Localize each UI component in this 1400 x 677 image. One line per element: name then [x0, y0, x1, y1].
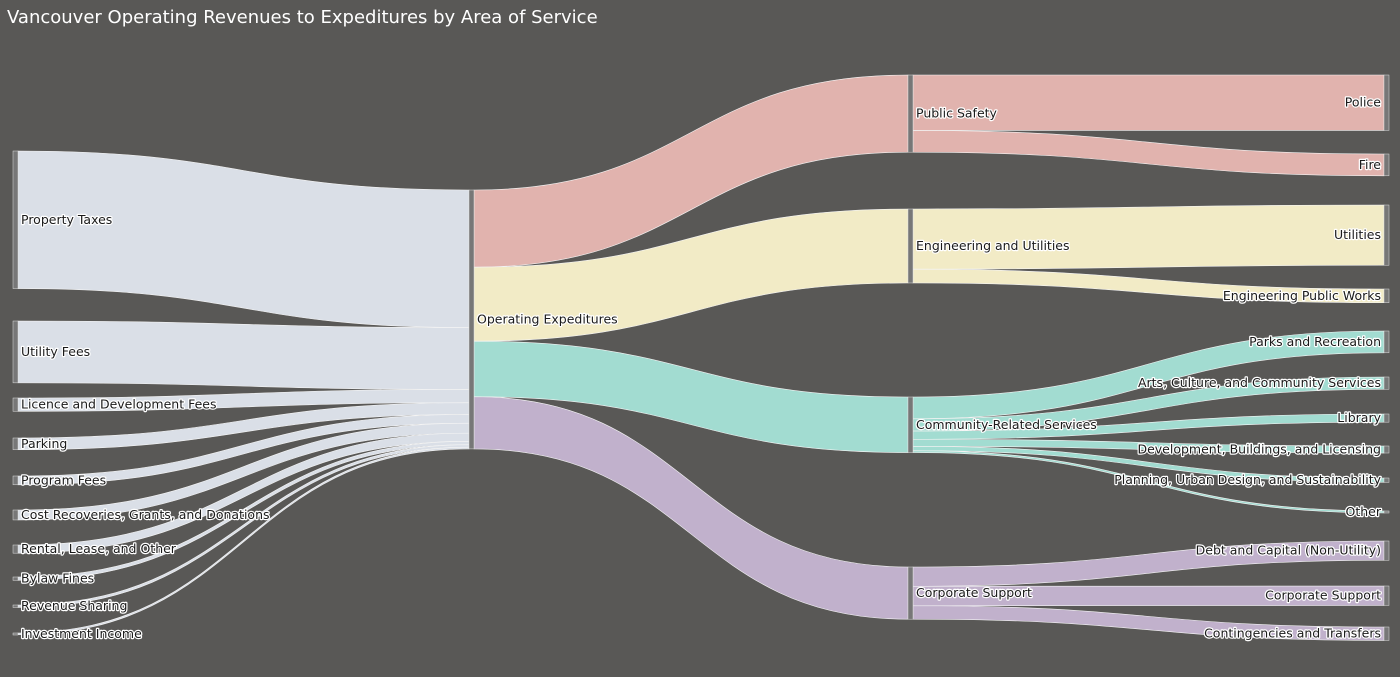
sankey-node[interactable]: [12, 437, 19, 450]
node-label: Fire: [1359, 157, 1382, 172]
sankey-node[interactable]: [1383, 413, 1390, 423]
sankey-node[interactable]: [1383, 445, 1390, 454]
sankey-node[interactable]: [12, 509, 19, 521]
sankey-node[interactable]: [907, 396, 914, 453]
sankey-node[interactable]: [12, 150, 19, 289]
node-label: Engineering Public Works: [1223, 288, 1381, 303]
node-label: Contingencies and Transfers: [1204, 626, 1381, 641]
node-label: Investment Income: [21, 626, 142, 641]
chart-title: Vancouver Operating Revenues to Expeditu…: [7, 7, 598, 28]
node-label: Community-Related Services: [916, 417, 1097, 432]
node-label: Utility Fees: [21, 344, 90, 359]
sankey-node[interactable]: [1383, 626, 1390, 641]
node-label: Licence and Development Fees: [21, 397, 216, 412]
node-label: Development, Buildings, and Licensing: [1137, 442, 1381, 457]
node-label: Arts, Culture, and Community Services: [1138, 375, 1381, 390]
node-label: Revenue Sharing: [21, 598, 127, 613]
sankey-node[interactable]: [12, 397, 19, 412]
node-label: Parks and Recreation: [1249, 334, 1381, 349]
nodes-layer: [12, 74, 1390, 641]
sankey-node[interactable]: [907, 566, 914, 620]
sankey-node[interactable]: [1383, 330, 1390, 354]
node-label: Bylaw Fines: [21, 571, 94, 586]
sankey-node[interactable]: [12, 475, 19, 486]
node-label: Operating Expeditures: [477, 311, 618, 326]
sankey-link[interactable]: [912, 130, 1385, 177]
sankey-node[interactable]: [907, 208, 914, 284]
links-layer: [17, 74, 1385, 641]
node-label: Utilities: [1334, 227, 1381, 242]
sankey-node[interactable]: [907, 74, 914, 153]
sankey-link[interactable]: [17, 150, 470, 328]
sankey-node[interactable]: [1383, 540, 1390, 561]
node-label: Public Safety: [916, 106, 998, 121]
sankey-node[interactable]: [1383, 477, 1390, 483]
sankey-node[interactable]: [1383, 204, 1390, 266]
node-label: Program Fees: [21, 472, 106, 487]
node-label: Rental, Lease, and Other: [21, 541, 177, 556]
sankey-node[interactable]: [12, 604, 19, 608]
node-label: Debt and Capital (Non-Utility): [1196, 543, 1381, 558]
node-label: Other: [1346, 504, 1382, 519]
sankey-node[interactable]: [12, 320, 19, 384]
sankey-node[interactable]: [1383, 510, 1390, 514]
node-label: Library: [1337, 410, 1381, 425]
node-label: Parking: [21, 436, 67, 451]
sankey-node[interactable]: [1383, 74, 1390, 131]
node-label: Corporate Support: [1265, 588, 1381, 603]
node-label: Corporate Support: [916, 585, 1032, 600]
sankey-node[interactable]: [12, 632, 19, 636]
sankey-node[interactable]: [468, 189, 475, 450]
node-label: Planning, Urban Design, and Sustainabili…: [1114, 472, 1381, 487]
node-label: Engineering and Utilities: [916, 238, 1070, 253]
sankey-node[interactable]: [12, 576, 19, 581]
node-label: Police: [1345, 95, 1382, 110]
sankey-node[interactable]: [1383, 288, 1390, 303]
node-label: Property Taxes: [21, 212, 112, 227]
node-label: Cost Recoveries, Grants, and Donations: [21, 507, 270, 522]
sankey-link[interactable]: [912, 74, 1385, 131]
sankey-node[interactable]: [1383, 585, 1390, 606]
sankey-node[interactable]: [1383, 153, 1390, 177]
sankey-node[interactable]: [1383, 376, 1390, 390]
sankey-node[interactable]: [12, 544, 19, 554]
